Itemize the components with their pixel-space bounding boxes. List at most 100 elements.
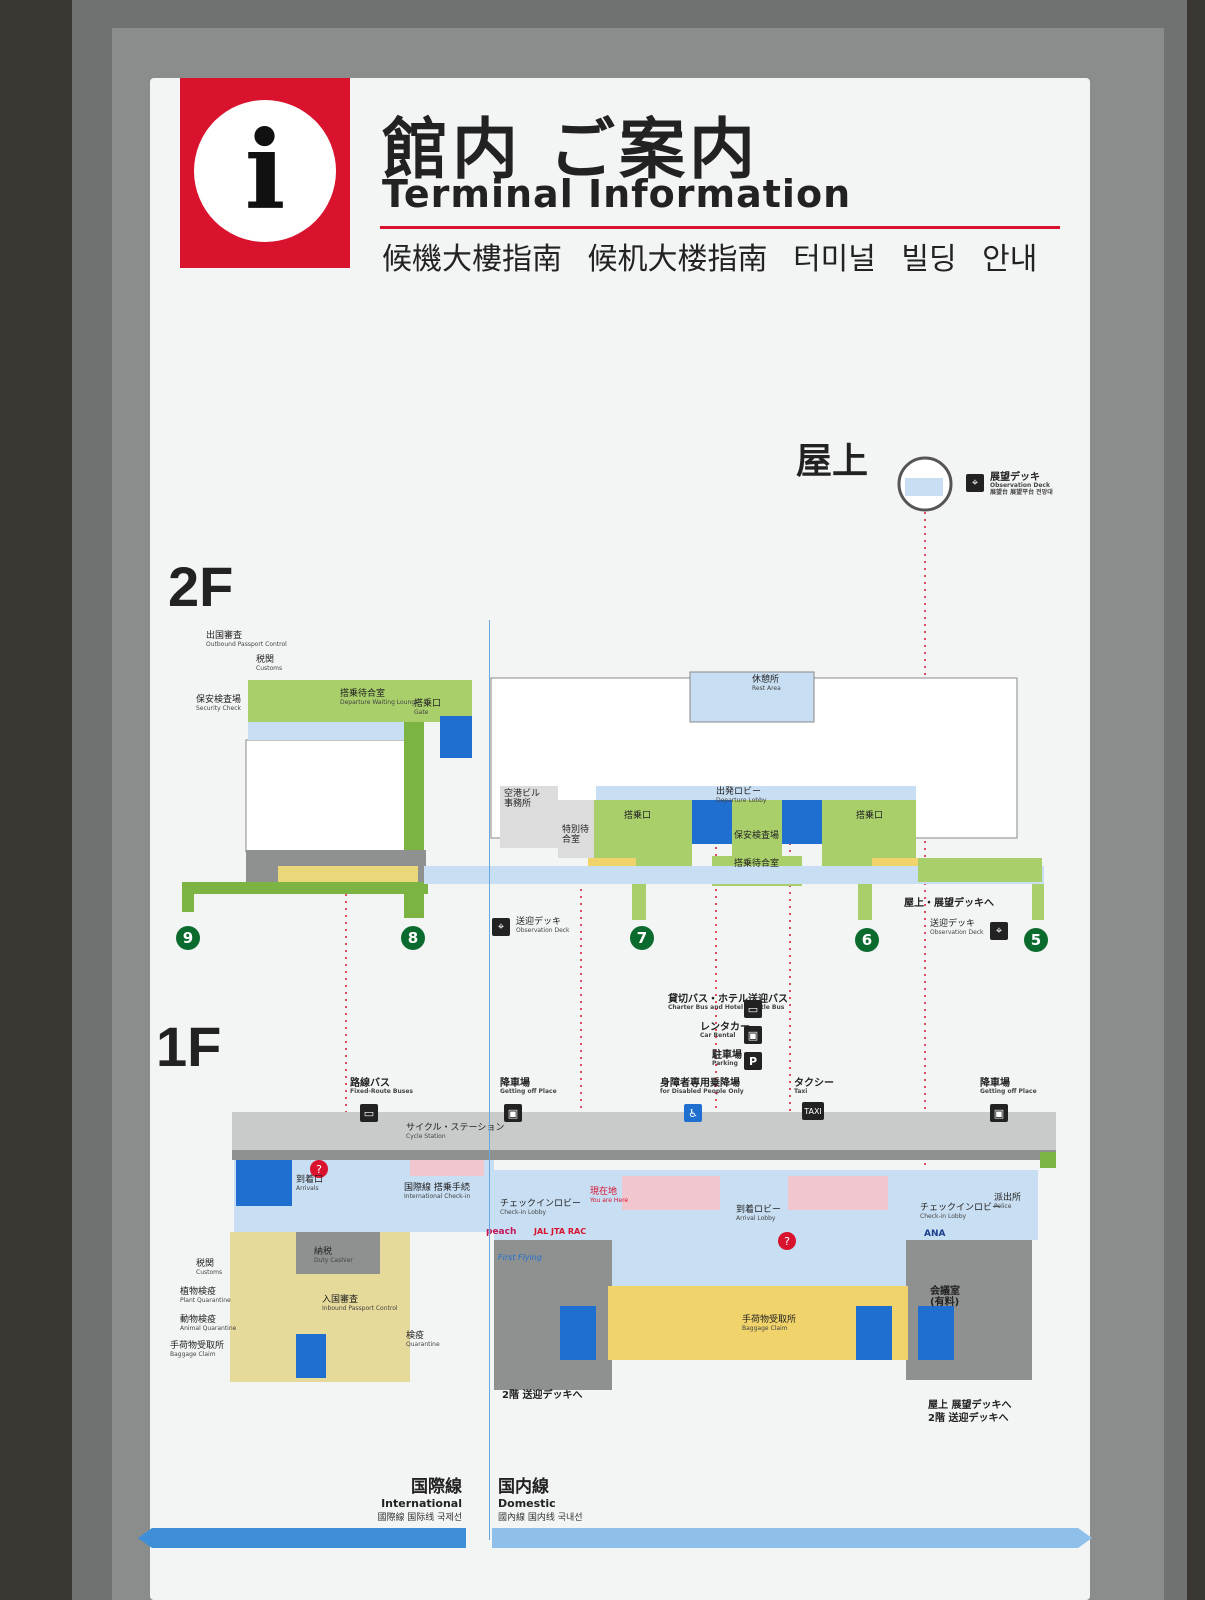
airline-logo-peach: peach <box>486 1227 517 1237</box>
2f-rest-area <box>689 671 815 723</box>
2f-gate5-lounge <box>918 858 1042 882</box>
1f-intl-restrooms-b <box>296 1334 326 1378</box>
1f-intl-counter <box>410 1160 484 1176</box>
binoculars-icon: ⌖ <box>990 922 1008 940</box>
wheelchair-icon: ♿ <box>684 1104 702 1122</box>
2f-gate6-label: 搭乗口 <box>856 811 884 821</box>
1f-dom-restrooms-c <box>918 1306 954 1360</box>
title-english: Terminal Information <box>382 172 852 216</box>
1f-arrival-lobby <box>612 1240 906 1286</box>
2f-intl-gate8-corridor <box>404 722 424 850</box>
2f-special-waiting-label: 特別待合室 <box>562 825 590 845</box>
1f-duty-cashier <box>296 1232 380 1274</box>
car-icon: ▣ <box>744 1026 762 1044</box>
2f-security-check <box>732 800 782 856</box>
2f-dom-restrooms-a <box>692 800 732 844</box>
2f-main-concourse <box>424 866 1044 884</box>
car-icon: ▣ <box>504 1104 522 1122</box>
parking-icon: P <box>744 1052 762 1070</box>
information-icon: ? <box>310 1160 328 1178</box>
roof-observation-area <box>905 478 943 496</box>
floor-label-roof: 屋上 <box>796 441 869 482</box>
airline-logo-jal: JAL JTA RAC <box>534 1227 587 1236</box>
1f-to-deck-2f-label: 2階 送迎デッキへ <box>502 1390 583 1401</box>
title-multilingual: 候機大樓指南 候机大楼指南 터미널 빌딩 안내 <box>382 242 1038 277</box>
gate-9-marker: 9 <box>176 926 200 950</box>
2f-departure-waiting2-label: 搭乗待合室 <box>734 859 780 869</box>
bus-icon: ▭ <box>360 1104 378 1122</box>
roof-observation-label: 展望デッキ Observation Deck 展望台 展望平台 전망대 <box>990 472 1053 496</box>
2f-dom-restrooms-b <box>782 800 822 844</box>
1f-to-roof-deck-label: 屋上 展望デッキへ <box>928 1400 1012 1411</box>
car-icon: ▣ <box>990 1104 1008 1122</box>
1f-dom-restrooms-b <box>856 1306 892 1360</box>
2f-intl-yellow <box>278 866 418 886</box>
1f-intl-restrooms <box>236 1160 292 1206</box>
gate-7-marker: 7 <box>630 926 654 950</box>
binoculars-icon: ⌖ <box>492 918 510 936</box>
bus-icon: ▭ <box>744 1000 762 1018</box>
2f-airport-office-label: 空港ビル事務所 <box>504 789 541 809</box>
2f-gate7-lounge <box>594 800 692 866</box>
gate-8-marker: 8 <box>401 926 425 950</box>
2f-to-roof-label: 屋上・展望デッキへ <box>904 898 994 909</box>
1f-dom-restrooms-a <box>560 1306 596 1360</box>
binoculars-icon: ⌖ <box>966 474 984 492</box>
2f-gate7-label: 搭乗口 <box>624 811 652 821</box>
2f-airport-office <box>500 786 558 848</box>
2f-gate9-corridor <box>182 882 428 894</box>
2f-intl-departure-lounge <box>248 680 472 722</box>
legend-international: 国際線 International 國際線 国际线 국제선 <box>377 1477 462 1523</box>
1f-curb <box>232 1150 1056 1160</box>
airline-logo-first-flying: First Flying <box>498 1253 542 1262</box>
gate-5-marker: 5 <box>1024 928 1048 952</box>
2f-intl-restrooms <box>440 716 472 758</box>
1f-to-deck-2f-b-label: 2階 送迎デッキへ <box>928 1413 1009 1424</box>
international-arrow <box>138 1528 466 1548</box>
taxi-icon: TAXI <box>802 1102 824 1120</box>
1f-counter-b <box>788 1176 888 1210</box>
intl-domestic-divider <box>489 620 490 1540</box>
2f-departure-lobby <box>596 786 916 800</box>
information-badge: i <box>180 78 350 268</box>
2f-gate6-lounge <box>822 800 916 866</box>
1f-meeting-room-label: 会議室(有料) <box>930 1286 960 1308</box>
1f-dom-checkin-lobby <box>494 1170 1038 1240</box>
airline-logo-ana: ANA <box>924 1229 946 1239</box>
floor-label-2f: 2F <box>168 555 234 618</box>
information-icon: ? <box>778 1232 796 1250</box>
floor-label-1f: 1F <box>156 1015 222 1078</box>
1f-counter-a <box>622 1176 720 1210</box>
domestic-arrow <box>492 1528 1092 1548</box>
